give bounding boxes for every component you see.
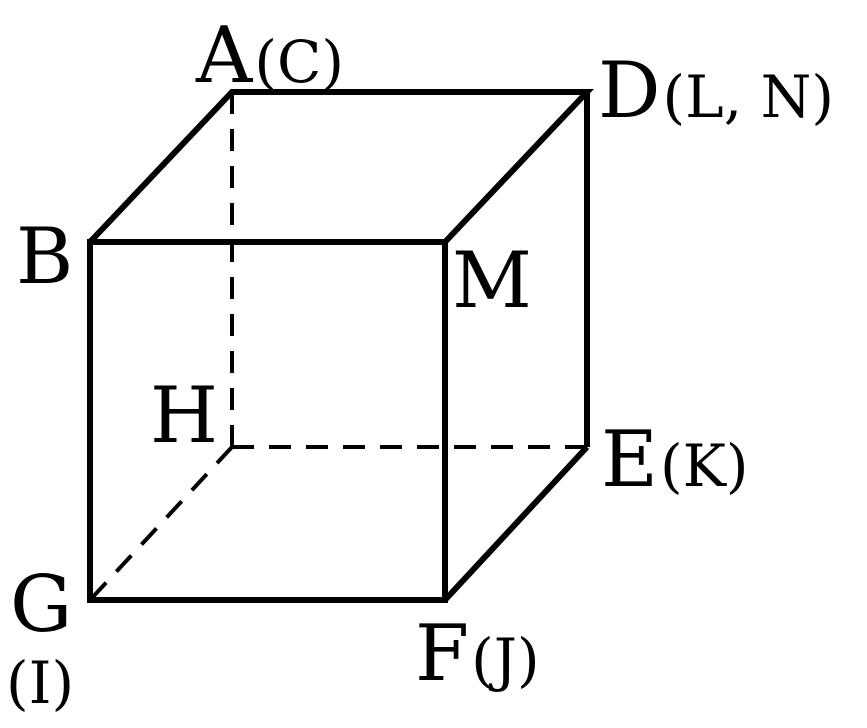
top-face-back-edges — [87, 89, 594, 245]
vertex-label-F-main: F — [415, 609, 469, 699]
vertex-label-B: B — [16, 212, 73, 302]
vertex-label-D-main: D — [598, 46, 661, 136]
vertex-label-E-paren: (K) — [660, 432, 749, 500]
front-face — [87, 239, 448, 603]
vertex-label-A-main: A — [195, 11, 254, 101]
vertex-label-F: F(J) — [415, 609, 540, 699]
vertex-label-G-paren-line: (I) — [6, 649, 74, 717]
vertex-label-D: D(L, N) — [598, 46, 834, 136]
vertex-label-G-main: G — [10, 560, 72, 650]
vertex-label-E-main: E — [601, 415, 658, 505]
vertex-label-A: A(C) — [195, 11, 344, 101]
edge-H-G — [88, 445, 234, 602]
vertex-label-G: G — [10, 560, 72, 650]
edge-E-F — [442, 444, 590, 603]
vertex-label-F-paren: (J) — [471, 626, 540, 694]
vertex-label-H-main: H — [150, 371, 218, 461]
vertex-label-M-main: M — [452, 236, 532, 326]
vertex-label-D-paren: (L, N) — [663, 63, 834, 131]
vertex-label-H: H — [150, 371, 218, 461]
vertex-label-A-paren: (C) — [254, 28, 344, 96]
vertex-label-E: E(K) — [601, 415, 749, 505]
vertex-label-M: M — [452, 236, 532, 326]
vertex-label-B-main: B — [16, 212, 73, 302]
vertex-label-G-paren: (I) — [6, 649, 74, 717]
